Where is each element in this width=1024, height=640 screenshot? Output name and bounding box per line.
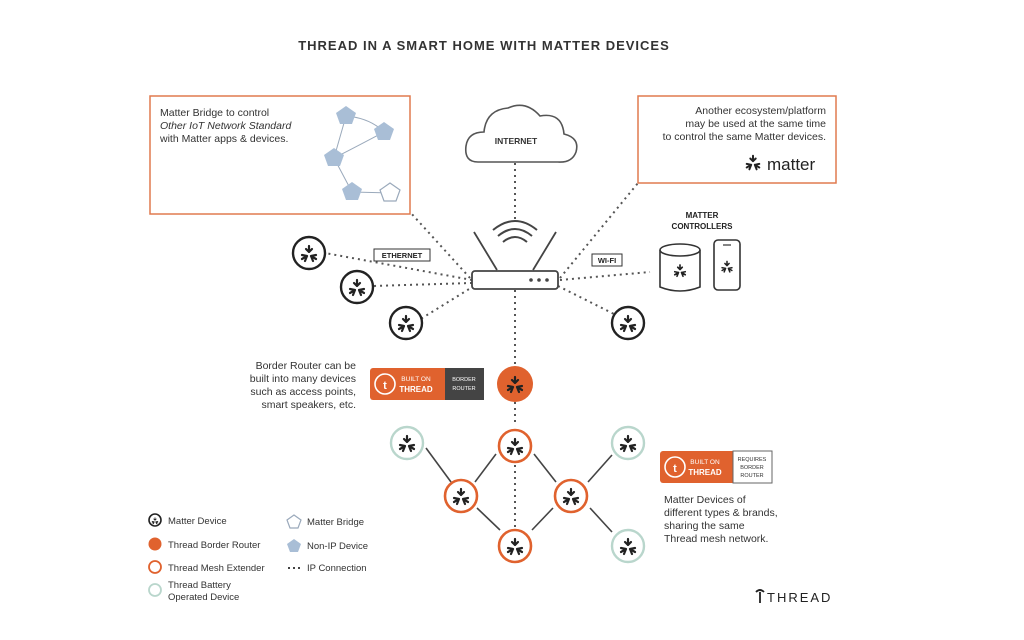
border-router-note-line1: Border Router can be	[256, 360, 357, 372]
legend-matter-bridge-label: Matter Bridge	[307, 517, 364, 528]
legend-non-ip-device: Non-IP Device	[287, 539, 368, 552]
matter-device-ethernet-1	[291, 235, 327, 271]
phone-controller-icon	[713, 239, 741, 291]
non-ip-device-icon	[374, 122, 394, 140]
bridge-text-line3: with Matter apps & devices.	[159, 133, 288, 145]
thread-mesh-extender-node	[443, 478, 479, 514]
legend-matter-bridge: Matter Bridge	[286, 514, 364, 529]
matter-devices-note-line4: Thread mesh network.	[664, 533, 768, 545]
non-ip-device-icon	[336, 106, 356, 124]
legend-battery-label-line1: Thread Battery	[168, 580, 231, 591]
matter-bridge-panel: Matter Bridge to control Other IoT Netwo…	[149, 95, 411, 215]
ethernet-tag: ETHERNET	[373, 248, 431, 262]
ip-connections	[324, 163, 651, 527]
svg-text:t: t	[673, 463, 677, 475]
ecosystem-panel: Another ecosystem/platform may be used a…	[637, 95, 837, 184]
thread-mesh-extender-node	[497, 528, 533, 564]
legend-matter-device: Matter Device	[148, 513, 227, 527]
thread-battery-device-node	[610, 528, 646, 564]
ecosystem-text-line2: may be used at the same time	[685, 118, 826, 130]
controllers-label-line2: CONTROLLERS	[672, 222, 734, 231]
non-ip-device-icon	[342, 182, 362, 200]
ecosystem-text-line1: Another ecosystem/platform	[695, 105, 826, 117]
thread-mesh-links	[425, 447, 613, 533]
border-router-note-line3: such as access points,	[250, 386, 356, 398]
non-ip-device-icon	[324, 148, 344, 166]
badge1-tag-line2: ROUTER	[452, 386, 475, 392]
border-router-note-line2: built into many devices	[250, 373, 356, 385]
controllers-label-line1: MATTER	[686, 211, 719, 220]
legend-battery-device: Thread Battery Operated Device	[148, 580, 239, 603]
matter-devices-note-line2: different types & brands,	[664, 507, 778, 519]
matter-devices-note-line3: sharing the same	[664, 520, 745, 532]
wifi-tag: WI-FI	[591, 253, 623, 267]
legend-ip-connection-label: IP Connection	[307, 563, 367, 574]
thread-border-router-node	[497, 366, 533, 402]
legend: Matter Device Thread Border Router Threa…	[148, 513, 368, 603]
legend-border-router: Thread Border Router	[148, 537, 260, 551]
matter-devices-note-line1: Matter Devices of	[664, 494, 746, 506]
bridge-text-line1: Matter Bridge to control	[160, 107, 269, 119]
matter-logo-text: matter	[767, 155, 816, 174]
badge2-built-on: BUILT ON	[690, 459, 720, 466]
badge2-tag-line3: ROUTER	[740, 473, 763, 479]
built-on-thread-border-router-badge: t BUILT ON THREAD BORDER ROUTER	[370, 368, 484, 400]
bridge-text-line2: Other IoT Network Standard	[160, 120, 292, 132]
thread-battery-device-node	[610, 425, 646, 461]
matter-device-wifi	[610, 305, 646, 341]
badge2-tag-line2: BORDER	[740, 465, 764, 471]
smart-speaker-icon	[659, 243, 701, 292]
matter-bridge-icon	[379, 182, 401, 202]
thread-mesh-extender-node	[497, 428, 533, 464]
internet-cloud: INTERNET	[464, 104, 578, 163]
legend-battery-label-line2: Operated Device	[168, 592, 239, 603]
thread-logo: THREAD	[755, 589, 832, 605]
thread-mesh-extender-node	[553, 478, 589, 514]
thread-logo-text: THREAD	[767, 590, 832, 605]
diagram-title: THREAD IN A SMART HOME WITH MATTER DEVIC…	[298, 38, 670, 53]
ethernet-label: ETHERNET	[382, 251, 423, 260]
legend-mesh-extender: Thread Mesh Extender	[148, 560, 265, 574]
badge1-tag-line1: BORDER	[452, 377, 476, 383]
matter-device-ethernet-3	[388, 305, 424, 341]
thread-battery-device-node	[389, 425, 425, 461]
matter-device-ethernet-2	[339, 269, 375, 305]
legend-non-ip-label: Non-IP Device	[307, 541, 368, 552]
built-on-thread-requires-badge: t BUILT ON THREAD REQUIRES BORDER ROUTER	[660, 450, 773, 484]
legend-mesh-extender-label: Thread Mesh Extender	[168, 563, 265, 574]
badge1-thread: THREAD	[399, 385, 433, 394]
badge1-built-on: BUILT ON	[401, 376, 431, 383]
legend-matter-device-label: Matter Device	[168, 516, 227, 527]
router-icon	[471, 220, 559, 290]
wifi-label: WI-FI	[598, 256, 616, 265]
badge2-thread: THREAD	[688, 468, 722, 477]
legend-ip-connection: IP Connection	[288, 563, 367, 574]
svg-text:t: t	[383, 380, 387, 392]
badge2-tag-line1: REQUIRES	[738, 457, 767, 463]
ecosystem-text-line3: to control the same Matter devices.	[663, 131, 826, 143]
legend-border-router-label: Thread Border Router	[168, 540, 260, 551]
internet-label: INTERNET	[495, 136, 538, 146]
border-router-note-line4: smart speakers, etc.	[261, 399, 356, 411]
